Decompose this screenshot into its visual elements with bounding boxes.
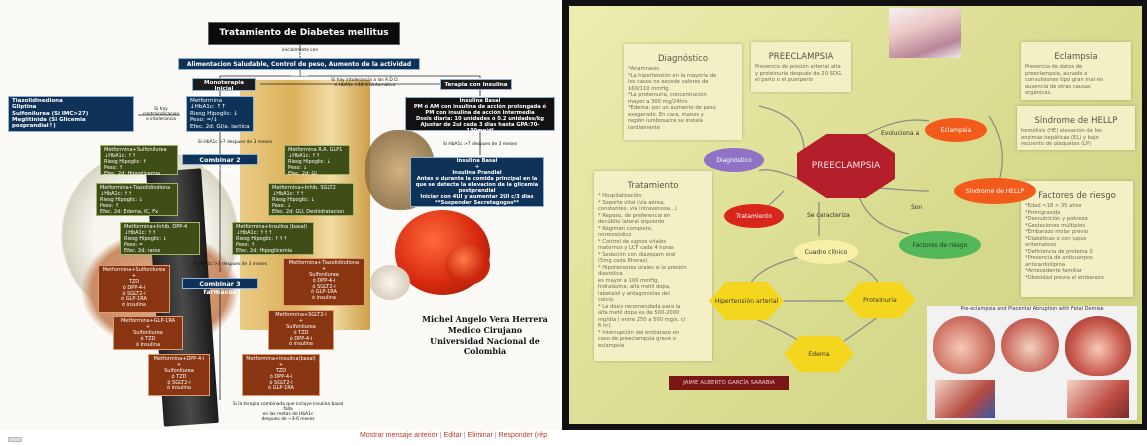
separator: | <box>494 432 499 439</box>
edit-link[interactable]: Editar <box>443 432 462 439</box>
label-evoluciona: Evoluciona a <box>881 130 920 137</box>
node-eclampsia: Eclampsia <box>925 118 987 142</box>
triple-metformin-sulfonylurea: Metformina+Sulfonilurea + TZD ó DPP-4-i … <box>98 265 170 313</box>
show-previous-link[interactable]: Mostrar mensaje anterior <box>360 432 438 439</box>
combined-therapy-fail-note: Si la terapia combinada que incluye insu… <box>232 402 344 423</box>
placenta-illustration: Pre-eclampsia and Placental Abruption wi… <box>927 306 1137 420</box>
diabetes-treatment-chart: Tratamiento de Diabetes mellitus tipo 2 … <box>0 0 560 430</box>
triple-metformin-tzd: Metformina+Tiazolidindiona + Sulfonilure… <box>283 258 365 306</box>
author-name: Michel Angelo Vera Herrera <box>422 314 548 324</box>
triple-metformin-insulin: Metformina+Insulina(basal) + TZD ó DPP-4… <box>242 354 320 396</box>
preeclampsia-slide: Diagnóstico *Anamnesis *La hipertensión e… <box>569 6 1142 424</box>
preeclampsia-center-node: PREECLAMPSIA <box>797 134 895 198</box>
riesgo-note: Factores de riesgo *Edad <18 > 35 años *P… <box>1021 181 1133 297</box>
detail-drawing-1 <box>935 380 995 418</box>
uterus-drawing-2 <box>1001 318 1059 372</box>
insulin-therapy-box: Terapia con Insulina <box>440 79 512 90</box>
connector-lines <box>138 45 481 400</box>
combo-metformin-dpp4: Metformina+Inhib. DPP-4 ↓HbA1c: ↑↑ Riesg… <box>120 222 200 255</box>
tratamiento-title: Tratamiento <box>627 180 679 191</box>
combo-metformin-glp1: Metformina R.A. GLP1 ↓HbA1c: ↑↑ Riesg Hi… <box>284 145 350 177</box>
chart-title: Tratamiento de Diabetes mellitus tipo 2 <box>208 22 400 59</box>
eclampsia-title: Eclampsia <box>1054 51 1098 62</box>
riesgo-title: Factores de riesgo <box>1038 190 1116 201</box>
monotherapy-box: Monoterapia Inicial Con A.D.O. <box>192 78 256 99</box>
photo-tomato-2 <box>445 245 490 285</box>
node-diagnostico: Diagnóstico <box>704 148 764 172</box>
node-hellp: Síndrome de HELLP <box>954 178 1036 204</box>
preeclampsia-note-title: PREECLAMPSIA <box>768 51 834 62</box>
hellp-note: Síndrome de HELLP hemólisis (HE) elevació… <box>1017 106 1135 150</box>
node-edema: Edema <box>784 336 854 372</box>
separator: | <box>439 432 444 439</box>
node-proteinuria: Proteinuria <box>844 282 916 318</box>
diagnostico-body: *Anamnesis *La hipertensión en la mayorí… <box>628 66 717 131</box>
small-icon[interactable] <box>8 437 22 442</box>
tratamiento-body: * Hospitalización * Soporte vital (vía a… <box>598 193 687 349</box>
combo-metformin-sglt2: Metformina+Inhib. SGLT2 ↓HbA1c: ↑↑ Riesg… <box>268 183 354 216</box>
delete-link[interactable]: Eliminar <box>467 432 493 439</box>
lifestyle-box: Alimentacion Saludable, Control de peso,… <box>178 58 420 78</box>
detail-drawing-2 <box>1067 380 1129 418</box>
riesgo-body: *Edad <18 > 35 años *Primigravida *Desnu… <box>1025 203 1104 281</box>
initial-label: inicialmente con <box>281 48 319 53</box>
node-cuadro-clinico: Cuadro clínico <box>794 240 858 264</box>
node-factores-riesgo: Factores de riesgo <box>899 231 981 259</box>
combo-metformin-tzd: Metformina+Tiazolidindiona ↓HbA1c: ↑↑ Ri… <box>96 183 178 216</box>
diagnostico-title: Diagnóstico <box>657 53 709 64</box>
alternatives-list: Tiazolidinediona Gliptina Sulfonilurea (… <box>8 96 134 132</box>
diagnostico-note: Diagnóstico *Anamnesis *La hipertensión e… <box>624 44 742 140</box>
hba1c-note-middle: Si HbA1c >7 despues de 3 meses <box>192 262 268 267</box>
node-hipertension: Hipertensión arterial <box>709 282 784 320</box>
contraindication-note: Si hay contraindicacion o intolerancia <box>142 107 180 123</box>
author-name-slide: JAIME ALBERTO GARCÍA SARABIA <box>683 380 775 386</box>
illustration-caption: Pre-eclampsia and Placental Abruption wi… <box>960 306 1104 312</box>
center-label: PREECLAMPSIA <box>811 161 881 171</box>
triple-metformin-sglt2: Metformina+SGLT2-i + Sulfonilurea ó TZD … <box>268 310 334 350</box>
label-caracteriza: Se caracteriza <box>807 212 850 219</box>
intolerance-note: Si hay intolerancia a las A.D.O. ó HbA1c… <box>331 78 399 89</box>
author-role: Medico Cirujano <box>447 324 523 335</box>
tratamiento-note: Tratamiento * Hospitalización * Soporte v… <box>594 171 712 361</box>
preeclampsia-note: PREECLAMPSIA Presencia de presión arteria… <box>751 42 851 92</box>
uterus-drawing-3 <box>1065 316 1131 376</box>
combo-metformin-sulfonylurea: Metformina+Sulfonilurea ↓HbA1c: ↑↑ Riesg… <box>100 145 178 177</box>
combo-metformin-insulin: Metformina+Insulina (basal) ↓HbA1c: ↑↑↑ … <box>232 222 314 255</box>
basal-insulin-box: Insulina Basal PM ó AM con insulina de a… <box>405 97 555 134</box>
hellp-title: Síndrome de HELLP <box>1034 115 1118 126</box>
label-son: Son <box>911 204 923 211</box>
eclampsia-body: Presencia de datos de preeclampsia, auna… <box>1025 64 1104 97</box>
hellp-body: hemólisis (HE) elevación de los enzimas … <box>1021 128 1102 148</box>
pregnant-woman-photo <box>889 8 961 58</box>
hba1c-note-left: Si HbA1c >7 despues de 3 meses <box>197 140 273 145</box>
preeclampsia-slide-frame: Diagnóstico *Anamnesis *La hipertensión e… <box>562 0 1147 430</box>
basal-prandial-box: Insulina Basal + Insulina Prandial Antes… <box>410 157 544 207</box>
author-university: Universidad Nacional de Colombia <box>430 335 540 357</box>
combine-three-header: Combinar 3 farmacos <box>182 278 258 296</box>
post-actions-bar: Mostrar mensaje anterior | Editar | Elim… <box>360 432 547 439</box>
author-banner: JAIME ALBERTO GARCÍA SARABIA <box>669 376 789 390</box>
uterus-drawing-1 <box>933 316 995 374</box>
triple-metformin-glp1: Metformina+GLP-1RA + Sulfonilurea ó TZD … <box>113 316 183 350</box>
metformin-box: Metformina ↓HbA1c: ↑↑ Riesg Hipoglic: ↓ … <box>186 96 254 132</box>
preeclampsia-note-body: Presencia de presión arterial alta y pro… <box>755 64 843 84</box>
reply-link[interactable]: Responder (rép <box>498 432 548 439</box>
photo-garlic <box>370 265 410 300</box>
author-signature: Michel Angelo Vera Herrera Medico Ciruja… <box>415 314 555 357</box>
hba1c-note-right: Si HbA1c >7 despues de 3 meses <box>442 142 518 147</box>
triple-metformin-dpp4: Metformina+DPP-4-i + Sulfonilurea ó TZD … <box>148 354 210 396</box>
separator: | <box>463 432 468 439</box>
node-tratamiento: Tratamiento <box>724 204 784 228</box>
combine-two-header: Combinar 2 farmacos <box>182 154 258 172</box>
